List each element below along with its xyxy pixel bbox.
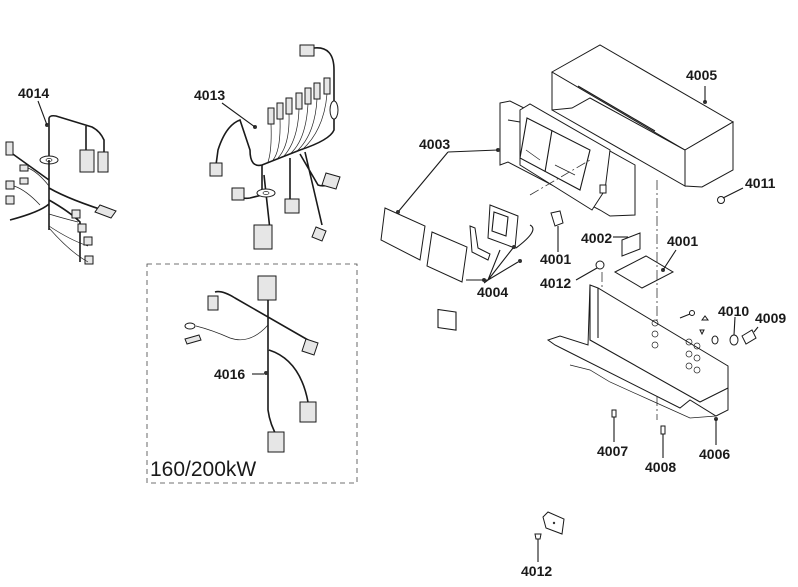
connector-4009 [741, 326, 759, 345]
callout-4016: 4016 [214, 366, 245, 382]
callout-4012-screw: 4012 [540, 275, 571, 291]
bracket-4002 [613, 232, 641, 257]
harness-4014 [5, 100, 117, 265]
screw-4012-bottom [534, 533, 542, 562]
callout-4007: 4007 [597, 443, 628, 459]
callout-4008: 4008 [645, 459, 676, 475]
callout-4013: 4013 [194, 87, 225, 103]
grommet-4010 [729, 316, 739, 346]
harness-4016 [184, 275, 319, 453]
fastener-4008 [660, 425, 666, 458]
variant-label: 160/200kW [150, 458, 256, 481]
callout-4001-board: 4001 [667, 233, 698, 249]
callout-4010: 4010 [718, 303, 749, 319]
screw-4012 [575, 260, 605, 281]
switch-4001 [550, 210, 564, 252]
chassis-holes [651, 319, 701, 374]
callout-4006: 4006 [699, 446, 730, 462]
chassis-4006 [546, 284, 729, 445]
callout-4012-bottom: 4012 [521, 563, 552, 579]
fascia-4003 [396, 100, 636, 217]
fastener-4007 [611, 409, 617, 442]
variant-box [146, 263, 358, 484]
callout-4009: 4009 [755, 310, 786, 326]
callout-4003: 4003 [419, 136, 450, 152]
callout-4005: 4005 [686, 67, 717, 83]
callout-4001-switch: 4001 [540, 251, 571, 267]
display-board-4004 [466, 204, 534, 284]
callout-4014: 4014 [18, 85, 49, 101]
board-4001 [613, 249, 677, 289]
harness-4013 [209, 44, 341, 250]
bottom-box [542, 511, 565, 535]
fascia-panels [380, 207, 468, 331]
screw-4011 [717, 187, 744, 204]
fasteners [679, 310, 719, 345]
callout-4002: 4002 [581, 230, 612, 246]
callout-4011: 4011 [745, 175, 776, 191]
callout-4004: 4004 [477, 284, 508, 300]
cover-4005 [550, 44, 734, 188]
